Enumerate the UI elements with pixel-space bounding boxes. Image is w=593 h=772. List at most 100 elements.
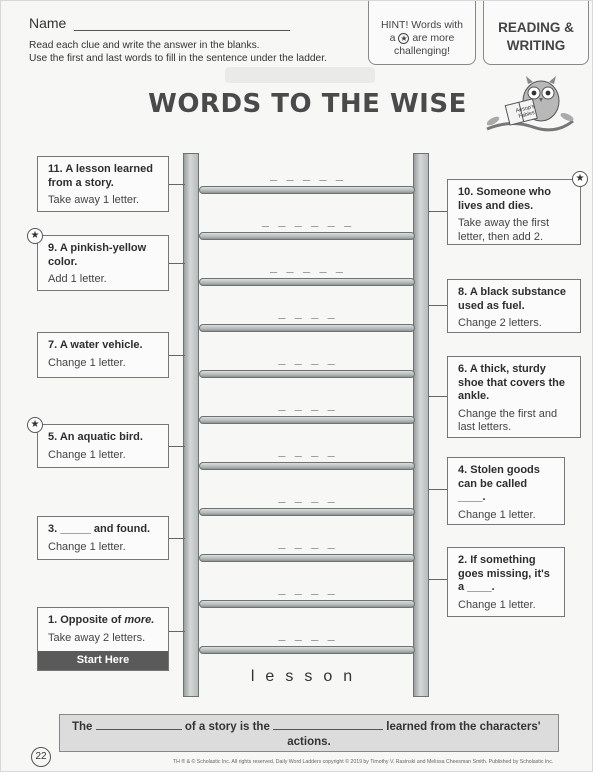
clue-10-connector bbox=[429, 211, 447, 212]
clue-4-connector bbox=[429, 489, 447, 490]
answer-blank-11[interactable]: _ _ _ _ _ bbox=[269, 167, 345, 181]
faded-banner bbox=[225, 67, 375, 83]
clue-11-connector bbox=[169, 184, 185, 185]
ladder-rung bbox=[199, 600, 415, 608]
ladder-rung bbox=[199, 278, 415, 286]
section-label: READING & WRITING bbox=[483, 1, 589, 65]
answer-blank-9[interactable]: _ _ _ _ _ bbox=[269, 259, 345, 273]
clue-8-connector bbox=[429, 305, 447, 306]
ladder-rung bbox=[199, 232, 415, 240]
ladder-rung bbox=[199, 554, 415, 562]
star-icon: ★ bbox=[398, 32, 410, 44]
clue-9-hint: Add 1 letter. bbox=[48, 273, 107, 285]
page-title: WORDS TO THE WISE bbox=[148, 89, 467, 119]
clue-6-question: 6. A thick, sturdy shoe that covers the … bbox=[458, 363, 565, 402]
clue-10: 10. Someone who lives and dies. Take awa… bbox=[447, 179, 581, 245]
star-icon: ★ bbox=[27, 417, 43, 433]
ladder-rung bbox=[199, 416, 415, 424]
clue-4-blank[interactable]: ____. bbox=[458, 491, 486, 503]
ladder-rung bbox=[199, 324, 415, 332]
name-field[interactable] bbox=[74, 17, 291, 31]
instruction-line-2: Use the first and last words to fill in … bbox=[29, 53, 327, 64]
clue-1-hint: Take away 2 letters. bbox=[48, 631, 146, 644]
clue-2-hint: Change 1 letter. bbox=[458, 598, 536, 611]
clue-1-question: 1. Opposite of more. bbox=[48, 614, 160, 628]
sentence-line-1: The of a story is the learned from the c… bbox=[72, 719, 546, 735]
ladder-rung bbox=[199, 462, 415, 470]
hint-line-1: HINT! Words with bbox=[380, 19, 464, 31]
clue-11-question: 11. A lesson learned from a story. bbox=[48, 163, 153, 189]
bottom-word: lesson bbox=[250, 668, 364, 685]
sentence-part-1: The bbox=[72, 721, 93, 733]
clue-3-blank[interactable]: 3. _____ bbox=[48, 523, 91, 535]
section-label-line-2: WRITING bbox=[506, 38, 566, 53]
answer-blank-3[interactable]: _ _ _ _ bbox=[278, 535, 336, 549]
answer-blank-1[interactable]: _ _ _ _ bbox=[278, 627, 336, 641]
clue-9-question: 9. A pinkish-yellow color. bbox=[48, 242, 147, 268]
sentence-blank-first-word[interactable] bbox=[95, 719, 182, 730]
clue-4-hint: Change 1 letter. bbox=[458, 508, 536, 521]
clue-5-hint: Change 1 letter. bbox=[48, 448, 126, 461]
clue-8-question: 8. A black substance used as fuel. bbox=[458, 286, 567, 312]
clue-2-connector bbox=[429, 579, 447, 580]
clue-10-question: 10. Someone who lives and dies. bbox=[458, 186, 551, 212]
answer-blank-6[interactable]: _ _ _ _ bbox=[278, 397, 336, 411]
clue-3-hint: Change 1 letter. bbox=[48, 540, 126, 553]
clue-1-text: 1. Opposite of bbox=[48, 614, 122, 626]
clue-4-text: 4. Stolen goods can be called bbox=[458, 464, 540, 490]
answer-blank-2[interactable]: _ _ _ _ bbox=[278, 581, 336, 595]
clue-9: 9. A pinkish-yellow color. Add 1 letter. bbox=[37, 235, 169, 291]
clue-4: 4. Stolen goods can be called ____. Chan… bbox=[447, 457, 565, 525]
answer-blank-7[interactable]: _ _ _ _ bbox=[278, 351, 336, 365]
answer-blank-5[interactable]: _ _ _ _ bbox=[278, 443, 336, 457]
clue-7: 7. A water vehicle. Change 1 letter. bbox=[37, 332, 169, 378]
clue-1-emph: more. bbox=[124, 614, 155, 626]
instruction-line-1: Read each clue and write the answer in t… bbox=[29, 40, 260, 51]
clue-6-connector bbox=[429, 396, 447, 397]
clue-4-question: 4. Stolen goods can be called ____. bbox=[458, 464, 556, 505]
clue-3-connector bbox=[169, 538, 185, 539]
clue-7-hint: Change 1 letter. bbox=[48, 356, 126, 369]
section-label-line-1: READING & bbox=[498, 20, 574, 35]
star-icon: ★ bbox=[27, 228, 43, 244]
clue-6: 6. A thick, sturdy shoe that covers the … bbox=[447, 356, 581, 438]
page-number: 22 bbox=[31, 747, 51, 767]
star-icon: ★ bbox=[572, 171, 588, 187]
ladder-left-rail bbox=[183, 153, 199, 697]
answer-blank-4[interactable]: _ _ _ _ bbox=[278, 489, 336, 503]
clue-11-hint: Take away 1 letter. bbox=[48, 194, 140, 206]
answer-blank-8[interactable]: _ _ _ _ bbox=[278, 305, 336, 319]
start-here-label: Start Here bbox=[38, 651, 168, 670]
clue-3-text: and found. bbox=[93, 523, 151, 535]
hint-are-more: are more bbox=[412, 32, 455, 44]
instructions: Read each clue and write the answer in t… bbox=[29, 39, 359, 65]
ladder-rung bbox=[199, 508, 415, 516]
ladder-rung bbox=[199, 370, 415, 378]
clue-5-connector bbox=[169, 446, 185, 447]
answer-blank-10[interactable]: _ _ _ _ _ _ bbox=[261, 213, 353, 227]
clue-3: 3. _____ and found. Change 1 letter. bbox=[37, 516, 169, 560]
hint-line-2: a ★ are more bbox=[369, 32, 475, 45]
clue-3-question: 3. _____ and found. bbox=[48, 523, 160, 537]
sentence-part-4: actions. bbox=[287, 736, 331, 748]
sentence-part-2: of a story is the bbox=[184, 721, 270, 733]
name-row: Name bbox=[29, 15, 291, 31]
clue-8: 8. A black substance used as fuel. Chang… bbox=[447, 279, 581, 333]
clue-1-connector bbox=[169, 631, 185, 632]
sentence-blank-last-word[interactable] bbox=[273, 719, 384, 730]
sentence-box: The of a story is the learned from the c… bbox=[59, 714, 559, 752]
clue-7-question: 7. A water vehicle. bbox=[48, 339, 143, 351]
clue-8-hint: Change 2 letters. bbox=[458, 317, 542, 329]
clue-1: 1. Opposite of more. Take away 2 letters… bbox=[37, 607, 169, 671]
ladder-rung bbox=[199, 646, 415, 654]
ladder-right-rail bbox=[413, 153, 429, 697]
copyright-text: TH ® & © Scholastic Inc. All rights rese… bbox=[173, 759, 554, 765]
ladder-rung bbox=[199, 186, 415, 194]
hint-line-3: challenging! bbox=[393, 45, 451, 57]
clue-7-connector bbox=[169, 355, 185, 356]
hint-box: HINT! Words with a ★ are more challengin… bbox=[368, 1, 476, 65]
clue-11: 11. A lesson learned from a story. Take … bbox=[37, 156, 169, 212]
sentence-part-3: learned from the characters' bbox=[386, 721, 541, 733]
clue-10-hint: Take away the first letter, then add 2. bbox=[458, 217, 550, 243]
